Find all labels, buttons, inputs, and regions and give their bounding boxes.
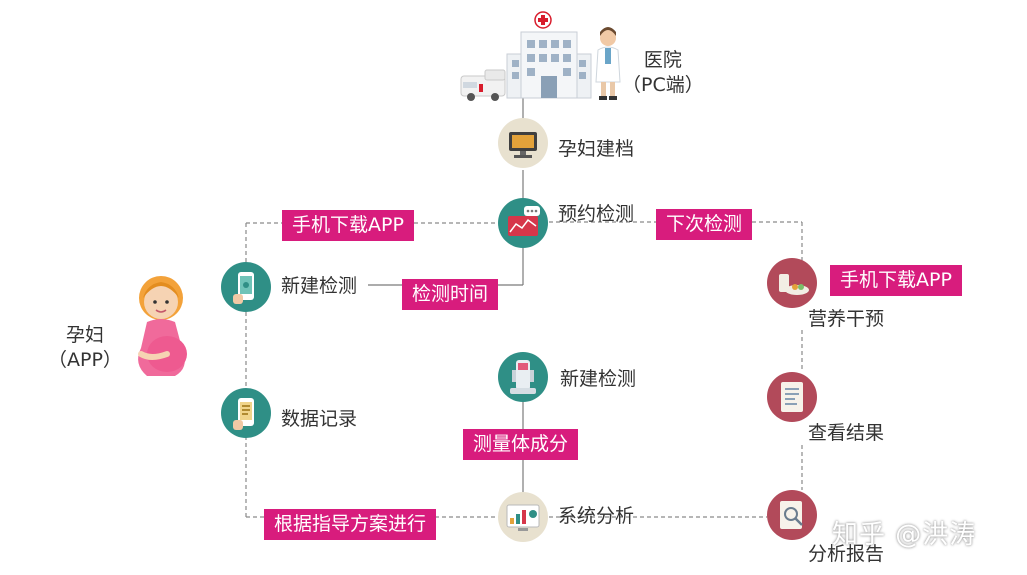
new-test-center-label: 新建检测 (560, 368, 637, 390)
view-result-label: 查看结果 (808, 422, 885, 444)
pregnant-label-line1: 孕妇 (65, 324, 104, 346)
appointment-label: 预约检测 (558, 203, 635, 225)
view-result-node[interactable] (767, 372, 817, 422)
pregnant-label-line2: （APP） (48, 348, 122, 371)
system-analysis-node[interactable] (498, 492, 548, 542)
new-test-left-label: 新建检测 (281, 275, 358, 297)
tag-download-app-top: 手机下载APP (282, 210, 414, 241)
hospital-building-icon (460, 11, 621, 101)
document-icon (781, 382, 803, 412)
analysis-screen-icon (506, 504, 540, 531)
data-record-node[interactable] (221, 388, 271, 438)
magnifier-report-icon (780, 501, 803, 529)
hospital-label-line2: （PC端） (622, 73, 704, 96)
tag-measure-body: 测量体成分 (463, 429, 579, 460)
phone-icon (233, 272, 254, 304)
tag-follow-plan: 根据指导方案进行 (264, 509, 437, 540)
pregnant-woman-icon (138, 276, 187, 376)
archive-node[interactable] (498, 118, 548, 168)
appointment-node[interactable] (498, 198, 548, 248)
new-test-left-node[interactable] (221, 262, 271, 312)
report-node[interactable] (767, 490, 817, 540)
report-label: 分析报告 (808, 543, 885, 565)
tag-next-test: 下次检测 (656, 209, 753, 240)
new-test-center-node[interactable] (498, 352, 548, 402)
tag-download-app-right: 手机下载APP (830, 265, 962, 296)
phone-icon (233, 398, 254, 430)
archive-label: 孕妇建档 (558, 138, 635, 160)
monitor-icon (509, 132, 537, 158)
food-icon (779, 274, 809, 295)
system-analysis-label: 系统分析 (558, 505, 635, 527)
body-scale-icon (510, 360, 536, 394)
watermark: 知乎 @洪涛 (832, 520, 977, 550)
pregnant-label: 孕妇 （APP） (48, 323, 122, 372)
nutrition-label: 营养干预 (808, 308, 885, 330)
hospital-label: 医院 （PC端） (622, 48, 704, 97)
data-record-label: 数据记录 (281, 408, 358, 430)
nutrition-node[interactable] (767, 258, 817, 308)
hospital-label-line1: 医院 (643, 49, 682, 71)
tag-test-time: 检测时间 (402, 279, 499, 310)
chart-chat-icon (508, 206, 540, 236)
